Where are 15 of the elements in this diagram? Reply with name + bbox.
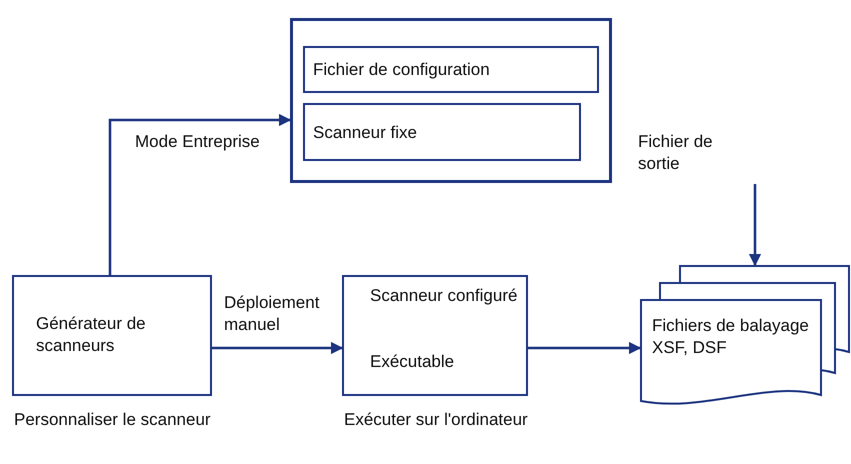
- process-box: [303, 46, 599, 93]
- node-text: Générateur de scanneurs: [36, 313, 147, 357]
- process-box: [303, 103, 581, 161]
- arrow: [212, 342, 344, 354]
- caption-text: Exécuter sur l'ordinateur: [344, 409, 529, 431]
- node-text: Fichier de configuration: [313, 59, 491, 81]
- node-text: Scanneur fixe: [313, 122, 418, 144]
- node-text: Exécutable: [370, 351, 456, 373]
- container-box: [290, 18, 612, 183]
- node-text: Fichiers de balayage XSF, DSF: [652, 315, 810, 359]
- caption-text: Personnaliser le scanneur: [14, 409, 212, 431]
- node-text: Scanneur configuré: [370, 285, 518, 307]
- arrow: [108, 114, 292, 275]
- arrow: [528, 342, 642, 354]
- arrow: [748, 184, 762, 266]
